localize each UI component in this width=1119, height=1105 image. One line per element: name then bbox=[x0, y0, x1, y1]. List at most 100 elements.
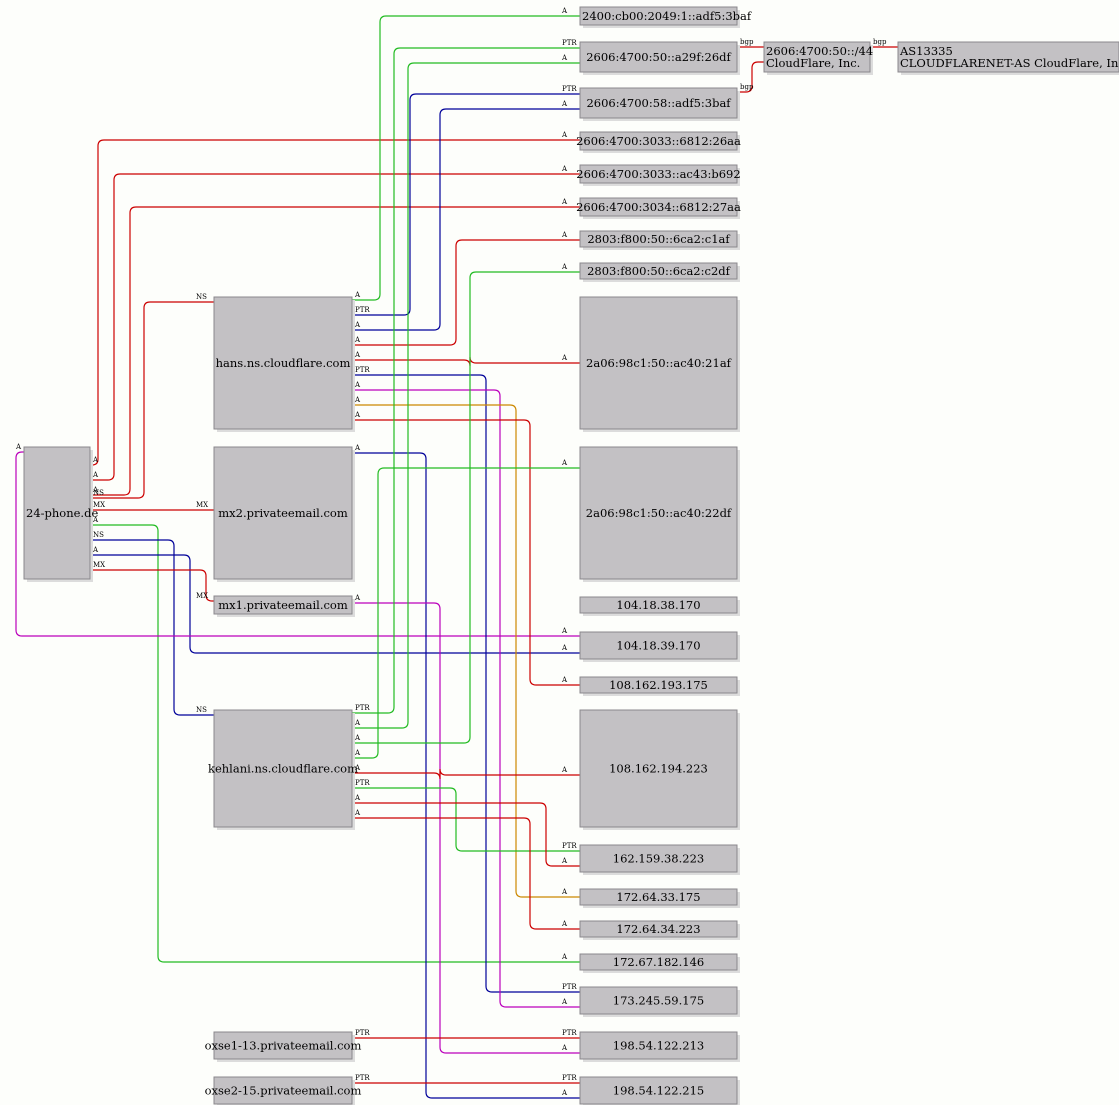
node-ip-172-67[interactable]: 172.67.182.146 bbox=[579, 953, 740, 973]
edge-label-to: A bbox=[561, 354, 568, 362]
edge-label-to: A bbox=[561, 888, 568, 896]
edge-label-from: A bbox=[92, 516, 99, 524]
edge-label-to: A bbox=[561, 644, 568, 652]
edge-label-to: PTR bbox=[562, 1029, 577, 1037]
edge-label-to: A bbox=[561, 231, 568, 239]
node-24-phone[interactable]: 24-phone.de bbox=[23, 446, 98, 582]
edge-label-to: PTR bbox=[562, 842, 577, 850]
node-v6-2400[interactable]: 2400:cb00:2049:1::adf5:3baf bbox=[579, 6, 752, 28]
edge-label-from: A bbox=[354, 734, 361, 742]
node-label: oxse2-15.privateemail.com bbox=[205, 1084, 362, 1098]
node-ip-104-18-39[interactable]: 104.18.39.170 bbox=[579, 631, 740, 662]
node-box bbox=[579, 131, 738, 151]
edge-label-from: bgp bbox=[740, 83, 754, 91]
node-label: 172.67.182.146 bbox=[613, 955, 704, 969]
edge-24-phone-ip-104-18-39 bbox=[90, 554, 580, 654]
nodes-layer: 24-phone.de hans.ns.cloudflare.com mx2.pri… bbox=[23, 6, 1119, 1105]
node-box bbox=[579, 197, 738, 217]
node-box bbox=[579, 631, 738, 660]
node-label: 172.64.33.175 bbox=[616, 890, 700, 904]
node-v6-27aa[interactable]: 2606:4700:3034::6812:27aa bbox=[576, 197, 741, 219]
edge-label-from: PTR bbox=[355, 779, 370, 787]
edge-label-to: MX bbox=[196, 501, 208, 509]
edge-label-from: PTR bbox=[355, 704, 370, 712]
node-v6-58[interactable]: 2606:4700:58::adf5:3baf bbox=[579, 87, 740, 121]
node-ip-108-194[interactable]: 108.162.194.223 bbox=[579, 709, 740, 830]
edge-label-to: A bbox=[561, 263, 568, 271]
node-box bbox=[579, 986, 738, 1015]
node-label: 108.162.194.223 bbox=[609, 762, 708, 776]
node-ip-162[interactable]: 162.159.38.223 bbox=[579, 844, 740, 875]
edge-label-to: A bbox=[561, 165, 568, 173]
node-v6-26aa[interactable]: 2606:4700:3033::6812:26aa bbox=[576, 131, 741, 153]
edge-label-from: A bbox=[354, 764, 361, 772]
edge-24-phone-kehlani bbox=[90, 539, 214, 716]
node-box bbox=[213, 446, 353, 580]
edge-label-from: A bbox=[354, 749, 361, 757]
node-v6-22df[interactable]: 2a06:98c1:50::ac40:22df bbox=[579, 446, 740, 582]
node-label: 2a06:98c1:50::ac40:21af bbox=[586, 356, 732, 370]
node-ip-104-18-38[interactable]: 104.18.38.170 bbox=[579, 596, 740, 616]
node-label: kehlani.ns.cloudflare.com bbox=[208, 762, 358, 776]
node-mx1[interactable]: mx1.privateemail.com bbox=[213, 595, 355, 617]
edge-label-from: A bbox=[354, 794, 361, 802]
node-ip-172-34[interactable]: 172.64.34.223 bbox=[579, 920, 740, 940]
node-v6-a29f[interactable]: 2606:4700:50::a29f:26df bbox=[579, 41, 740, 75]
node-v6-21af[interactable]: 2a06:98c1:50::ac40:21af bbox=[579, 296, 740, 432]
node-box bbox=[579, 230, 738, 248]
node-oxse2[interactable]: oxse2-15.privateemail.com bbox=[205, 1076, 362, 1105]
node-label: 24-phone.de bbox=[26, 506, 98, 520]
node-v6-b692[interactable]: 2606:4700:3033::ac43:b692 bbox=[576, 164, 741, 186]
edge-label-to: A bbox=[561, 676, 568, 684]
node-label: 2606:4700:3034::6812:27aa bbox=[576, 200, 741, 214]
edge-label-from: A bbox=[15, 443, 22, 451]
edge-label-to: A bbox=[561, 953, 568, 961]
edge-24-phone-v6-26aa bbox=[90, 139, 580, 466]
edge-hans-v6-21af bbox=[352, 356, 580, 367]
edge-mx1-ip-198-213 bbox=[352, 602, 580, 1054]
edge-label-from: A bbox=[354, 719, 361, 727]
node-label: hans.ns.cloudflare.com bbox=[216, 356, 351, 370]
node-ip-198-213[interactable]: 198.54.122.213 bbox=[579, 1031, 740, 1062]
edge-hans-ip-173 bbox=[352, 374, 580, 993]
node-ip-173[interactable]: 173.245.59.175 bbox=[579, 986, 740, 1017]
edge-v6-58-prefix bbox=[737, 61, 764, 93]
edge-label-from: A bbox=[92, 471, 99, 479]
edge-kehlani-v6-a29f bbox=[352, 47, 580, 714]
node-ip-172-33[interactable]: 172.64.33.175 bbox=[579, 888, 740, 908]
node-box bbox=[579, 87, 738, 119]
edge-label-to: PTR bbox=[562, 1074, 577, 1082]
node-v6-c1af[interactable]: 2803:f800:50::6ca2:c1af bbox=[579, 230, 740, 250]
node-oxse1[interactable]: oxse1-13.privateemail.com bbox=[205, 1031, 362, 1062]
node-label: 2606:4700:50::a29f:26df bbox=[586, 50, 731, 64]
node-label: mx1.privateemail.com bbox=[218, 598, 348, 612]
edge-label-from: MX bbox=[93, 501, 105, 509]
node-box bbox=[579, 596, 738, 614]
edge-kehlani-v6-a29f bbox=[352, 62, 580, 729]
node-box bbox=[579, 296, 738, 430]
edge-kehlani-ip-172-34 bbox=[352, 817, 580, 930]
node-box bbox=[897, 41, 1119, 73]
edge-label-from: A bbox=[354, 809, 361, 817]
node-label: CloudFlare, Inc. bbox=[766, 56, 860, 70]
node-hans[interactable]: hans.ns.cloudflare.com bbox=[213, 296, 355, 432]
node-ip-108-193[interactable]: 108.162.193.175 bbox=[579, 676, 740, 696]
node-v6-c2df[interactable]: 2803:f800:50::6ca2:c2df bbox=[579, 262, 740, 282]
node-label: 104.18.39.170 bbox=[616, 639, 700, 653]
edge-label-from: A bbox=[354, 321, 361, 329]
edge-label-to: PTR bbox=[562, 39, 577, 47]
edge-label-from: PTR bbox=[355, 366, 370, 374]
node-box bbox=[579, 1076, 738, 1105]
edge-label-from: A bbox=[92, 546, 99, 554]
edge-24-phone-v6-b692 bbox=[90, 173, 580, 481]
node-box bbox=[579, 446, 738, 580]
node-kehlani[interactable]: kehlani.ns.cloudflare.com bbox=[208, 709, 358, 830]
node-box bbox=[579, 844, 738, 873]
edge-label-to: A bbox=[561, 198, 568, 206]
node-box bbox=[213, 1076, 353, 1105]
node-mx2[interactable]: mx2.privateemail.com bbox=[213, 446, 355, 582]
edge-label-to: A bbox=[561, 998, 568, 1006]
node-ip-198-215[interactable]: 198.54.122.215 bbox=[579, 1076, 740, 1105]
